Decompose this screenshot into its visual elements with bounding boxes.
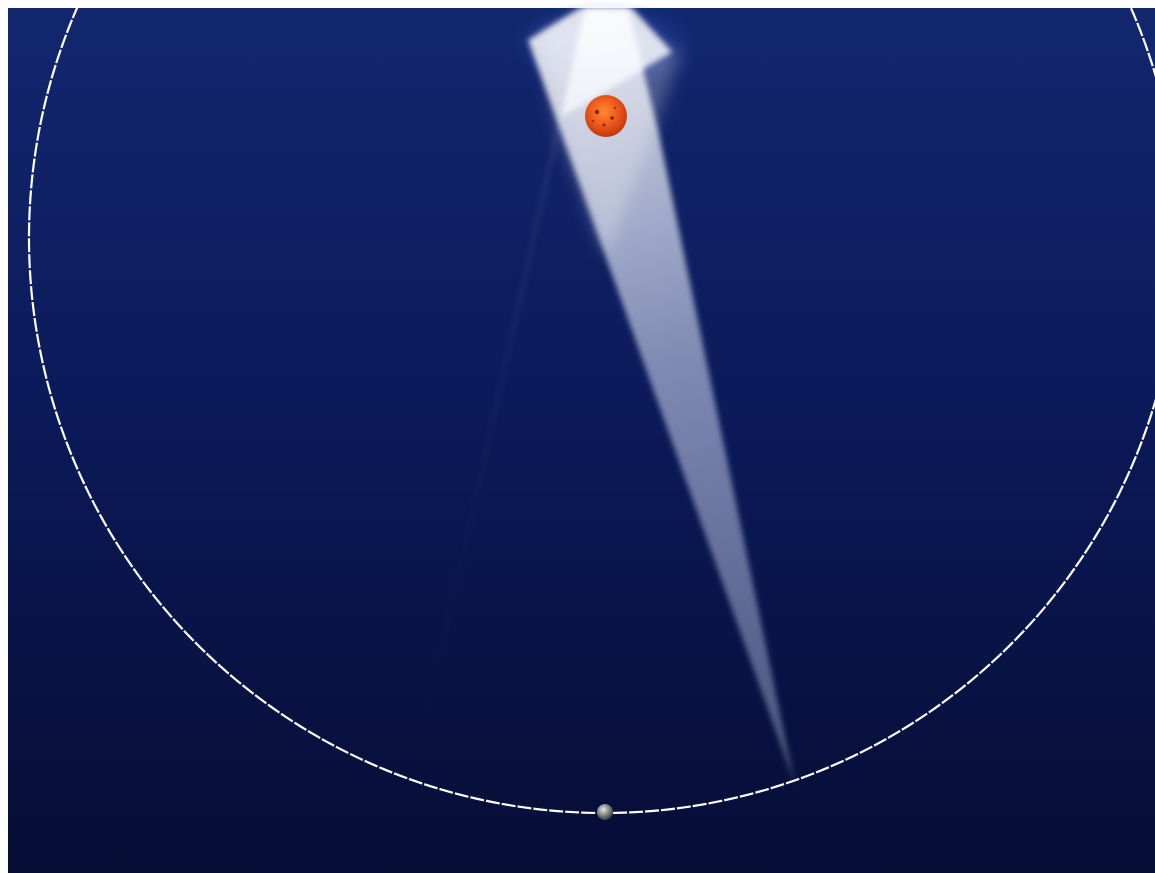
star <box>585 95 627 137</box>
planet <box>597 804 613 820</box>
